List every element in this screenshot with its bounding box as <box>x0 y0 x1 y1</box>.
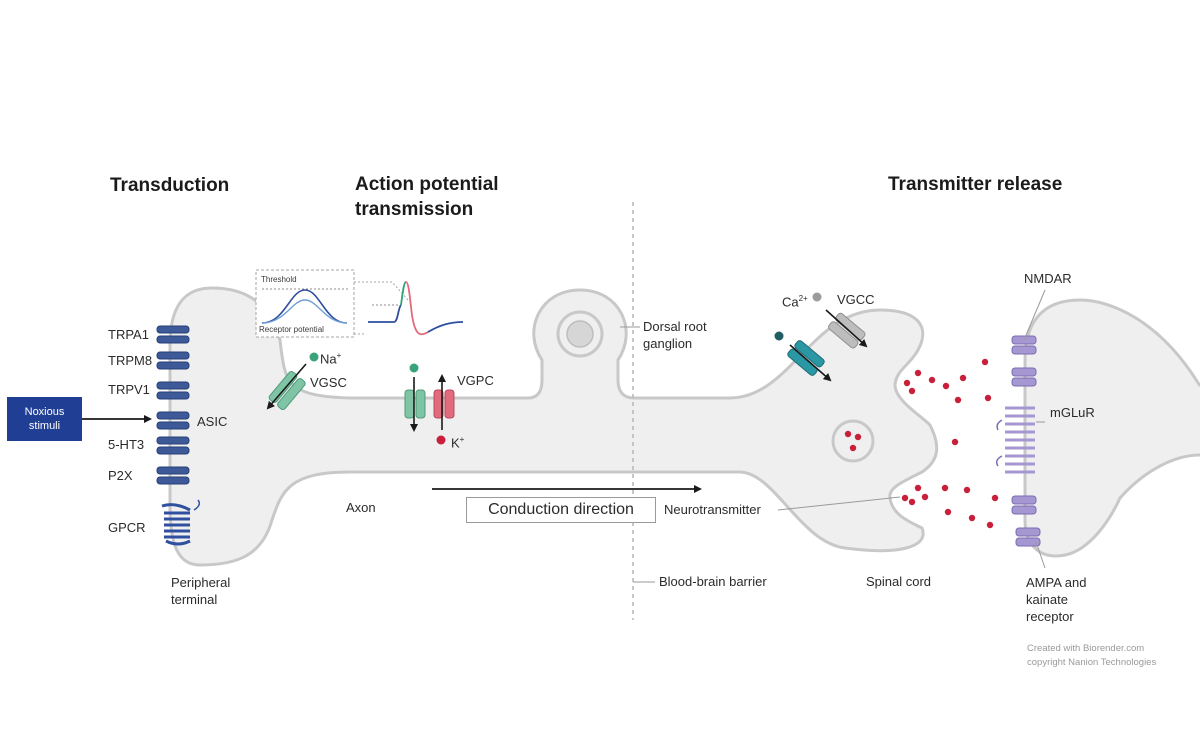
label-conduction-direction: Conduction direction <box>488 501 634 518</box>
title-transmission: transmission <box>355 199 474 220</box>
label-receptor-potential: Receptor potential <box>259 325 324 334</box>
ca-ion <box>812 292 822 302</box>
label-terminal: terminal <box>171 592 218 607</box>
label-blood-brain-barrier: Blood-brain barrier <box>659 574 767 589</box>
label-5ht3: 5-HT3 <box>108 437 145 452</box>
trpa1-receptor <box>156 325 190 344</box>
label-k: K+ <box>451 435 465 451</box>
noxious-label: Noxious <box>24 406 65 418</box>
label-vgsc: VGSC <box>310 375 347 390</box>
label-p2x: P2X <box>108 468 133 483</box>
conduction-direction-box: Conduction direction <box>466 497 656 523</box>
label-trpv1: TRPV1 <box>108 382 150 397</box>
label-ganglion: ganglion <box>643 336 693 351</box>
vgcc-gray-channel <box>828 312 866 349</box>
label-na: Na+ <box>320 351 342 367</box>
label-kainate: kainate <box>1026 592 1068 607</box>
receptor-potential-inset <box>255 269 409 338</box>
label-vgcc: VGCC <box>837 292 875 307</box>
label-trpm8: TRPM8 <box>108 353 153 368</box>
vgsc-channel <box>268 371 306 411</box>
title-transduction: Transduction <box>110 175 230 196</box>
postsynaptic-neuron <box>1023 298 1200 558</box>
credit-biorender: Created with Biorender.com <box>1027 643 1145 654</box>
credit-copyright: copyright Nanion Technologies <box>1027 657 1157 668</box>
ca-flux-arrow <box>825 309 868 348</box>
stimuli-label: stimuli <box>28 420 61 432</box>
peripheral-receptors <box>156 325 190 485</box>
label-nmdar: NMDAR <box>1024 271 1072 286</box>
drg-nucleus <box>566 320 594 348</box>
title-transmitter-release: Transmitter release <box>888 174 1063 195</box>
label-receptor: receptor <box>1026 609 1074 624</box>
na-flux-arrow <box>266 363 307 410</box>
label-neurotransmitter: Neurotransmitter <box>664 502 761 517</box>
p2x-receptor <box>156 466 190 485</box>
vgpc-na-channel <box>404 389 426 419</box>
leader-lines <box>620 289 1046 583</box>
trpm8-receptor <box>156 351 190 370</box>
label-spinal-cord: Spinal cord <box>866 574 932 589</box>
neuron-membrane <box>168 286 939 567</box>
vgpc-k-channel <box>433 389 455 419</box>
label-axon: Axon <box>346 500 376 515</box>
mglur-receptor <box>995 406 1035 474</box>
action-potential-waveform <box>368 281 464 336</box>
ampa-kainate-receptors <box>1011 495 1041 547</box>
na-ion <box>309 352 319 362</box>
gpcr-receptor <box>161 499 201 546</box>
label-ca: Ca2+ <box>782 294 808 310</box>
label-ampa: AMPA and <box>1026 575 1087 590</box>
label-gpcr: GPCR <box>108 520 146 535</box>
synaptic-vesicle <box>831 419 875 463</box>
label-threshold: Threshold <box>261 275 297 284</box>
label-dorsal-root: Dorsal root <box>643 319 707 334</box>
title-action-potential: Action potential <box>355 174 499 195</box>
label-vgpc: VGPC <box>457 373 494 388</box>
teal-ion <box>774 331 784 341</box>
neurotransmitters <box>844 358 999 529</box>
trpv1-receptor <box>156 381 190 400</box>
label-trpa1: TRPA1 <box>108 327 149 342</box>
label-asic: ASIC <box>197 414 228 429</box>
asic-receptor <box>156 411 190 430</box>
label-peripheral: Peripheral <box>171 575 231 590</box>
nmdar-receptors <box>1011 335 1037 387</box>
noxious-stimuli-box: Noxious stimuli <box>7 397 82 441</box>
k-ion <box>436 435 446 445</box>
5ht3-receptor <box>156 436 190 455</box>
label-mglur: mGLuR <box>1050 405 1095 420</box>
na-ion-axon <box>409 363 419 373</box>
teal-flux-arrow <box>789 344 832 382</box>
